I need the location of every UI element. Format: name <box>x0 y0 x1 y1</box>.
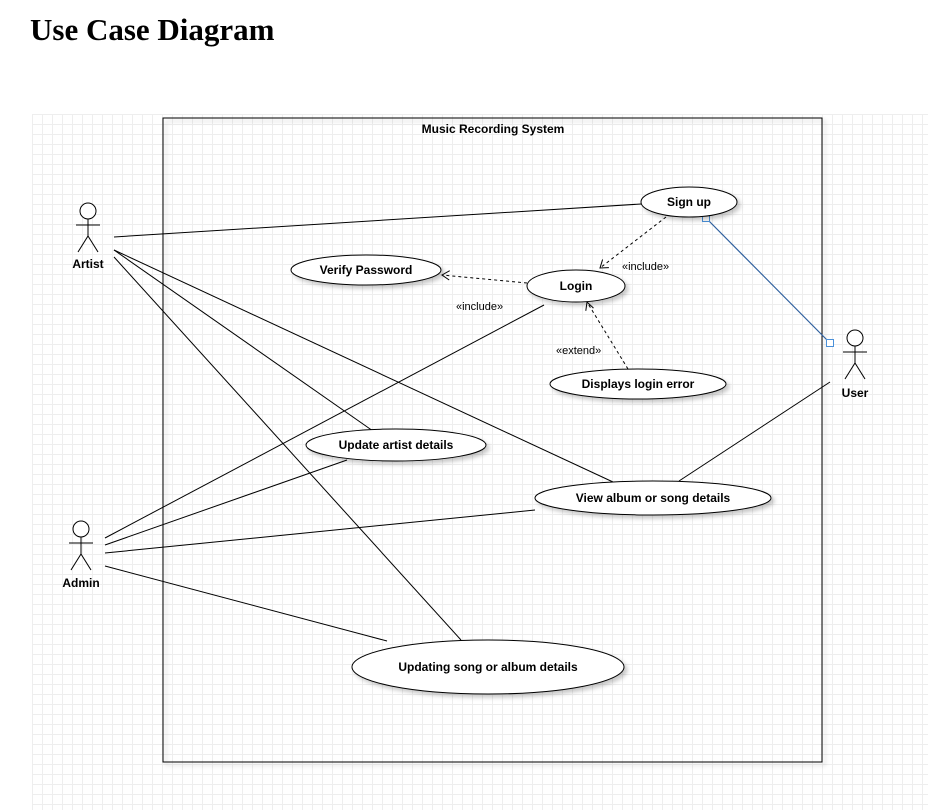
stick-figure-icon <box>843 329 867 380</box>
use-case-label: Update artist details <box>339 438 454 452</box>
stick-figure-icon <box>69 520 93 571</box>
actor-label: Artist <box>72 257 103 271</box>
assoc-admin-view-album[interactable] <box>104 509 536 554</box>
use-case-sign-up[interactable]: Sign up <box>640 186 738 218</box>
assoc-artist-update-artist[interactable] <box>113 249 374 432</box>
assoc-artist-signup[interactable] <box>113 203 642 238</box>
assoc-artist-view-album[interactable] <box>113 249 614 483</box>
use-case-label: Verify Password <box>320 263 413 277</box>
extend-error-login[interactable] <box>586 301 629 370</box>
actor-artist[interactable]: Artist <box>72 202 104 271</box>
use-case-login[interactable]: Login <box>526 269 626 303</box>
include-signup-login[interactable] <box>599 216 667 269</box>
use-case-view-album-or-song-details[interactable]: View album or song details <box>534 480 772 516</box>
dependencies <box>441 216 667 370</box>
actor-label: User <box>842 386 869 400</box>
system-boundary-title: Music Recording System <box>422 122 565 136</box>
use-case-label: View album or song details <box>576 491 731 505</box>
assoc-artist-updating-song[interactable] <box>113 256 462 641</box>
extend-label: «extend» <box>556 345 601 357</box>
use-case-label: Displays login error <box>582 377 695 391</box>
use-case-label: Sign up <box>667 195 711 209</box>
associations <box>104 203 831 642</box>
assoc-admin-login[interactable] <box>104 304 545 539</box>
assoc-user-view-album[interactable] <box>678 381 831 482</box>
page-title: Use Case Diagram <box>30 12 275 47</box>
arrowhead <box>441 270 450 281</box>
use-case-label: Updating song or album details <box>398 660 578 674</box>
use-case-update-artist-details[interactable]: Update artist details <box>305 428 487 462</box>
include-label: «include» <box>622 261 669 273</box>
use-case-updating-song-or-album-details[interactable]: Updating song or album details <box>351 639 625 695</box>
assoc-admin-update-artist[interactable] <box>104 459 348 546</box>
include-label: «include» <box>456 301 503 313</box>
diagram-canvas-grid[interactable] <box>32 114 928 810</box>
use-case-displays-login-error[interactable]: Displays login error <box>549 368 727 400</box>
include-login-verify[interactable] <box>441 274 528 284</box>
assoc-admin-updating-song[interactable] <box>104 565 388 642</box>
stick-figure-icon <box>76 202 100 253</box>
use-case-label: Login <box>560 279 593 293</box>
assoc-user-signup-selected[interactable] <box>702 214 834 347</box>
actor-user[interactable]: User <box>842 329 869 400</box>
arrowhead <box>599 259 609 269</box>
use-case-verify-password[interactable]: Verify Password <box>290 254 442 286</box>
system-boundary[interactable]: Music Recording System <box>162 117 823 763</box>
actor-label: Admin <box>62 576 99 590</box>
actor-admin[interactable]: Admin <box>62 520 100 590</box>
connector-handle[interactable] <box>826 339 834 347</box>
